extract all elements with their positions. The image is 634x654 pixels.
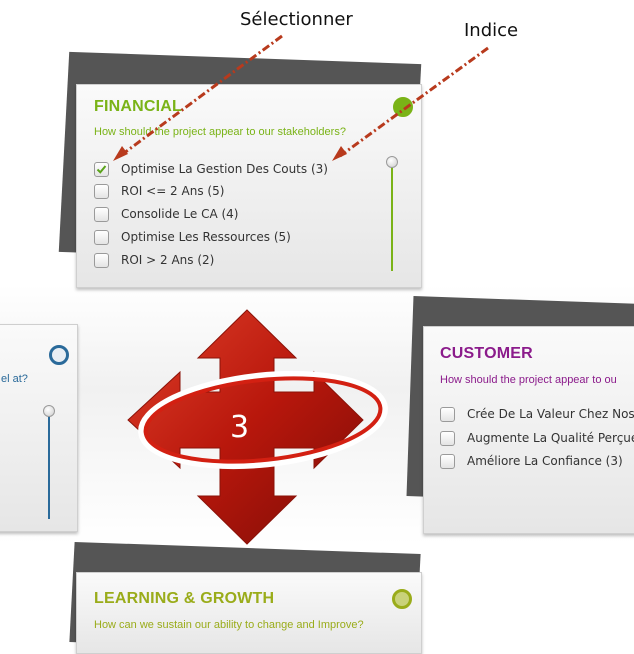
checkbox[interactable]: [94, 206, 109, 222]
financial-slider-handle[interactable]: [386, 156, 398, 168]
financial-item-label: Optimise La Gestion Des Couts (3): [121, 162, 328, 176]
annotation-select: Sélectionner: [240, 9, 353, 30]
financial-card: FINANCIAL How should the project appear …: [76, 84, 422, 288]
financial-item-4[interactable]: ROI > 2 Ans (2): [94, 251, 214, 269]
internal-question: el at?: [1, 373, 28, 385]
annotation-hint: Indice: [464, 20, 519, 41]
internal-card: el at?: [0, 324, 78, 532]
checkbox-checked[interactable]: [94, 161, 109, 177]
checkbox[interactable]: [94, 183, 109, 199]
financial-item-label: ROI <= 2 Ans (5): [121, 184, 225, 198]
customer-item-label: Crée De La Valeur Chez Nos: [467, 407, 634, 421]
financial-item-1[interactable]: ROI <= 2 Ans (5): [94, 182, 224, 200]
checkbox[interactable]: [440, 406, 455, 422]
checkmark-icon: [96, 164, 107, 174]
financial-slider-track[interactable]: [391, 165, 393, 271]
checkbox[interactable]: [440, 430, 455, 446]
customer-title: CUSTOMER: [440, 345, 533, 362]
financial-item-label: Optimise Les Ressources (5): [121, 230, 291, 244]
arrowhead-icon: [113, 146, 128, 161]
financial-item-3[interactable]: Optimise Les Ressources (5): [94, 228, 291, 246]
internal-status-icon[interactable]: [49, 345, 69, 365]
financial-item-0[interactable]: Optimise La Gestion Des Couts (3): [94, 160, 328, 178]
annotation-arrow-select: [119, 34, 283, 158]
customer-question: How should the project appear to ou: [440, 374, 617, 386]
navigation-arrows-icon[interactable]: [118, 308, 398, 548]
financial-status-icon[interactable]: [393, 97, 413, 117]
selection-count: 3: [230, 410, 250, 445]
learning-question: How can we sustain our ability to change…: [94, 619, 364, 631]
customer-item-label: Augmente La Qualité Perçue: [467, 431, 634, 445]
financial-title: FINANCIAL: [94, 98, 183, 115]
checkbox[interactable]: [94, 252, 109, 268]
learning-status-icon[interactable]: [392, 589, 412, 609]
customer-item-2[interactable]: Améliore La Confiance (3): [440, 452, 623, 470]
financial-item-label: ROI > 2 Ans (2): [121, 253, 215, 267]
financial-item-2[interactable]: Consolide Le CA (4): [94, 205, 238, 223]
learning-card: LEARNING & GROWTH How can we sustain our…: [76, 572, 422, 654]
financial-item-label: Consolide Le CA (4): [121, 207, 239, 221]
internal-slider-handle[interactable]: [43, 405, 55, 417]
customer-item-0[interactable]: Crée De La Valeur Chez Nos: [440, 405, 634, 423]
internal-slider-track[interactable]: [48, 415, 50, 519]
checkbox[interactable]: [440, 453, 455, 469]
checkbox[interactable]: [94, 229, 109, 245]
learning-title: LEARNING & GROWTH: [94, 590, 275, 607]
annotation-arrow-hint: [339, 46, 489, 158]
customer-item-1[interactable]: Augmente La Qualité Perçue: [440, 429, 634, 447]
arrowhead-icon: [332, 146, 347, 161]
customer-item-label: Améliore La Confiance (3): [467, 454, 623, 468]
customer-card: CUSTOMER How should the project appear t…: [423, 326, 634, 534]
